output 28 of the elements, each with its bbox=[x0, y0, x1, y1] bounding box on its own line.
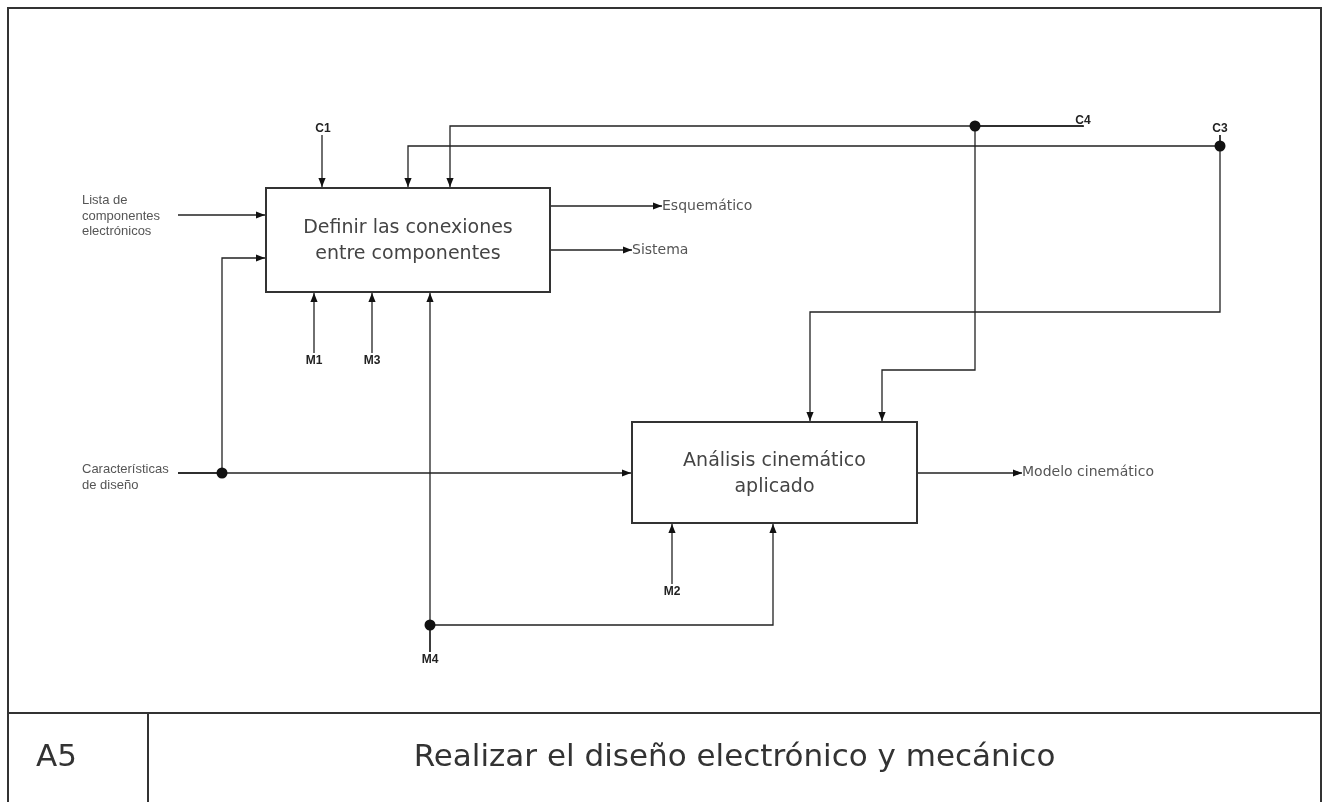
title: Realizar el diseño electrónico y mecánico bbox=[412, 737, 1057, 773]
arrow bbox=[550, 246, 633, 254]
code-label: M4 bbox=[419, 652, 441, 666]
input-label: Lista de componentes electrónicos bbox=[82, 192, 178, 239]
node-number: A5 bbox=[36, 737, 77, 773]
arrow bbox=[429, 523, 777, 653]
arrow bbox=[318, 134, 326, 188]
arrow bbox=[310, 292, 318, 354]
code-label: M1 bbox=[303, 353, 325, 367]
arrow bbox=[550, 202, 663, 210]
code-label: M3 bbox=[361, 353, 383, 367]
output-label: Modelo cinemático bbox=[1022, 463, 1172, 479]
arrow bbox=[806, 134, 1221, 422]
process-box: Análisis cinemático aplicado bbox=[631, 421, 918, 524]
arrow bbox=[917, 469, 1023, 477]
code-label: C3 bbox=[1209, 121, 1231, 135]
output-label: Esquemático bbox=[662, 197, 772, 213]
code-label: C1 bbox=[312, 121, 334, 135]
output-label: Sistema bbox=[632, 241, 722, 257]
input-label: Características de diseño bbox=[82, 461, 178, 493]
arrow bbox=[368, 292, 376, 354]
arrow bbox=[177, 469, 632, 477]
arrow bbox=[878, 125, 1084, 422]
code-label: M2 bbox=[661, 584, 683, 598]
arrow bbox=[177, 211, 266, 219]
code-label: C4 bbox=[1072, 113, 1094, 127]
process-box: Definir las conexiones entre componentes bbox=[265, 187, 551, 293]
arrow bbox=[668, 523, 676, 585]
